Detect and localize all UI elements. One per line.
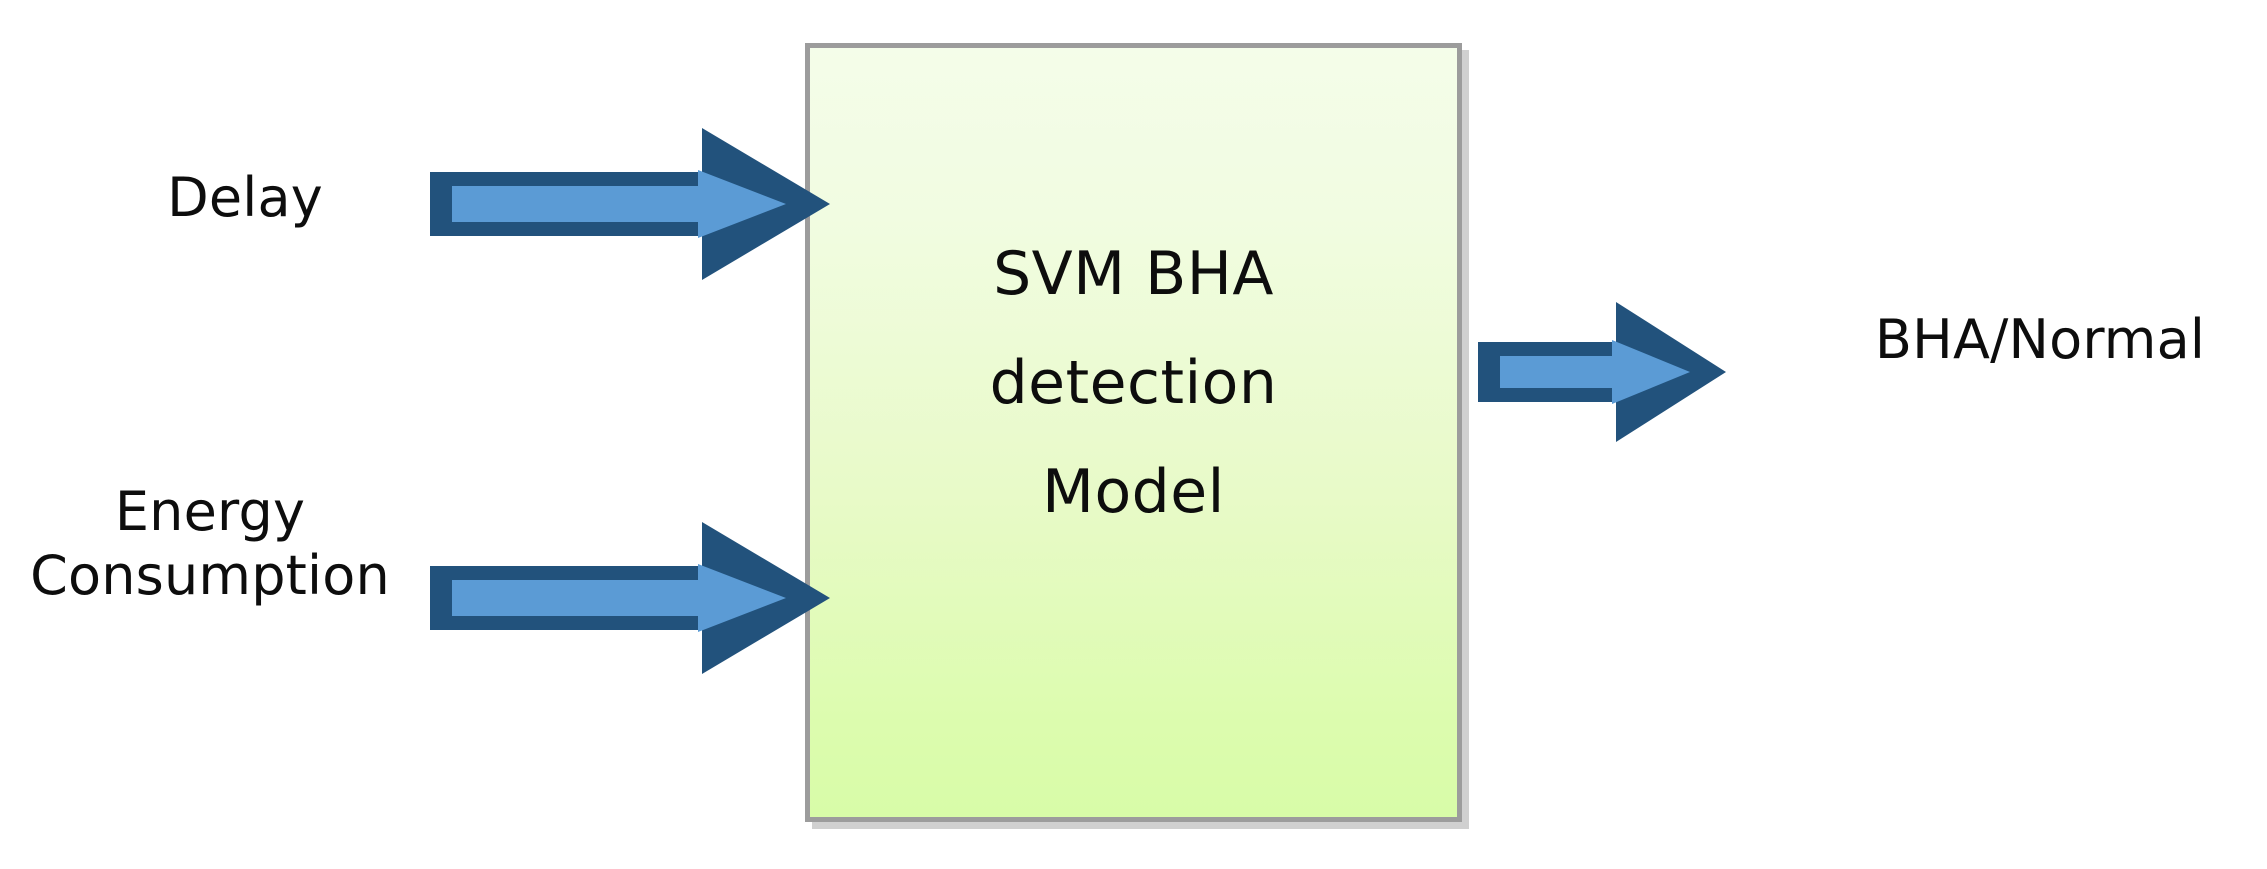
model-box: SVM BHA detection Model <box>805 43 1462 822</box>
output-arrow-classification <box>1478 302 1726 442</box>
input-arrow-delay-icon <box>430 128 830 280</box>
model-box-label-line1: SVM BHA <box>993 239 1274 309</box>
model-box-label-line2: detection <box>989 348 1278 419</box>
input-label-energy-line2: Consumption <box>30 543 390 607</box>
output-label-bha-normal: BHA/Normal <box>1874 308 2206 371</box>
output-arrow-classification-icon <box>1478 302 1726 442</box>
input-arrow-energy-icon <box>430 522 830 674</box>
input-arrow-delay <box>430 128 830 280</box>
model-box-label: SVM BHA detection Model <box>810 220 1457 548</box>
input-label-delay: Delay <box>167 166 323 229</box>
input-arrow-energy <box>430 522 830 674</box>
model-box-label-line3: Model <box>1042 457 1225 528</box>
input-label-energy-line1: Energy <box>114 480 306 543</box>
